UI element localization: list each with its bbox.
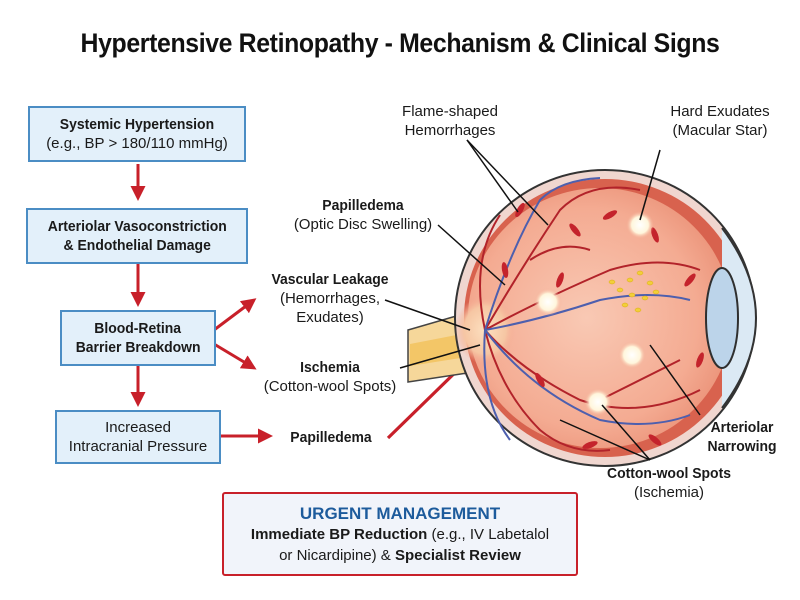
outcome-ischemia: Ischemia (Cotton-wool Spots)	[255, 358, 405, 396]
box-vasoconstriction: Arteriolar Vasoconstriction & Endothelia…	[26, 208, 248, 264]
label-cotton-wool-spots: Cotton-wool Spots (Ischemia)	[584, 464, 754, 502]
box-systemic-hypertension: Systemic Hypertension (e.g., BP > 180/11…	[28, 106, 246, 162]
vascular-leakage-title: Vascular Leakage	[271, 271, 389, 288]
ischemia-title: Ischemia	[300, 359, 360, 376]
box-vasoconstriction-line2: & Endothelial Damage	[63, 237, 211, 254]
vascular-leakage-line2: (Hemorrhages,	[279, 290, 381, 307]
arteriolar-line2: Narrowing	[707, 438, 777, 455]
box-systemic-hypertension-detail: (e.g., BP > 180/110 mmHg)	[46, 135, 228, 152]
hard-exudates-line2: (Macular Star)	[672, 122, 768, 139]
management-line1-bold: Immediate BP Reduction	[250, 526, 428, 543]
box-intracranial-pressure-line2: Intracranial Pressure	[68, 438, 208, 455]
box-intracranial-pressure-line1: Increased	[105, 419, 171, 436]
outcome-papilledema: Papilledema	[276, 428, 386, 447]
eyeball-illustration	[407, 169, 757, 467]
label-papilledema-disc: Papilledema (Optic Disc Swelling)	[288, 196, 438, 234]
management-line2: or Nicardipine) & Specialist Review	[224, 545, 576, 566]
management-line1-rest: (e.g., IV Labetalol	[427, 526, 550, 543]
flame-line2: Hemorrhages	[404, 122, 496, 139]
box-barrier-breakdown: Blood-Retina Barrier Breakdown	[60, 310, 216, 366]
label-hard-exudates: Hard Exudates (Macular Star)	[660, 102, 780, 140]
management-line2-bold: Specialist Review	[394, 547, 521, 564]
urgent-management-box: URGENT MANAGEMENT Immediate BP Reduction…	[222, 492, 578, 576]
ischemia-detail: (Cotton-wool Spots)	[263, 378, 397, 395]
hard-exudates-line1: Hard Exudates	[670, 103, 770, 120]
flame-line1: Flame-shaped	[402, 103, 498, 120]
page-title: Hypertensive Retinopathy - Mechanism & C…	[80, 28, 720, 58]
papilledema-outcome-title: Papilledema	[290, 429, 372, 446]
label-flame-hemorrhages: Flame-shaped Hemorrhages	[395, 102, 505, 140]
cotton-wool-title: Cotton-wool Spots	[607, 465, 731, 482]
management-line1: Immediate BP Reduction (e.g., IV Labetal…	[224, 524, 576, 545]
label-arteriolar-narrowing: Arteriolar Narrowing	[700, 418, 784, 456]
box-vasoconstriction-line1: Arteriolar Vasoconstriction	[47, 218, 227, 235]
papilledema-disc-title: Papilledema	[322, 197, 404, 214]
vascular-leakage-line3: Exudates)	[296, 309, 364, 326]
box-intracranial-pressure: Increased Intracranial Pressure	[55, 410, 221, 464]
leader-lines	[384, 139, 701, 461]
box-systemic-hypertension-title: Systemic Hypertension	[59, 116, 215, 133]
cotton-wool-detail: (Ischemia)	[633, 484, 704, 501]
papilledema-disc-detail: (Optic Disc Swelling)	[293, 216, 433, 233]
management-line2-start: or Nicardipine) &	[279, 547, 395, 564]
box-barrier-breakdown-line2: Barrier Breakdown	[75, 339, 201, 356]
box-barrier-breakdown-line1: Blood-Retina	[94, 320, 182, 337]
management-heading: URGENT MANAGEMENT	[299, 504, 501, 523]
arteriolar-line1: Arteriolar	[710, 419, 774, 436]
outcome-vascular-leakage: Vascular Leakage (Hemorrhages, Exudates)	[260, 270, 400, 327]
